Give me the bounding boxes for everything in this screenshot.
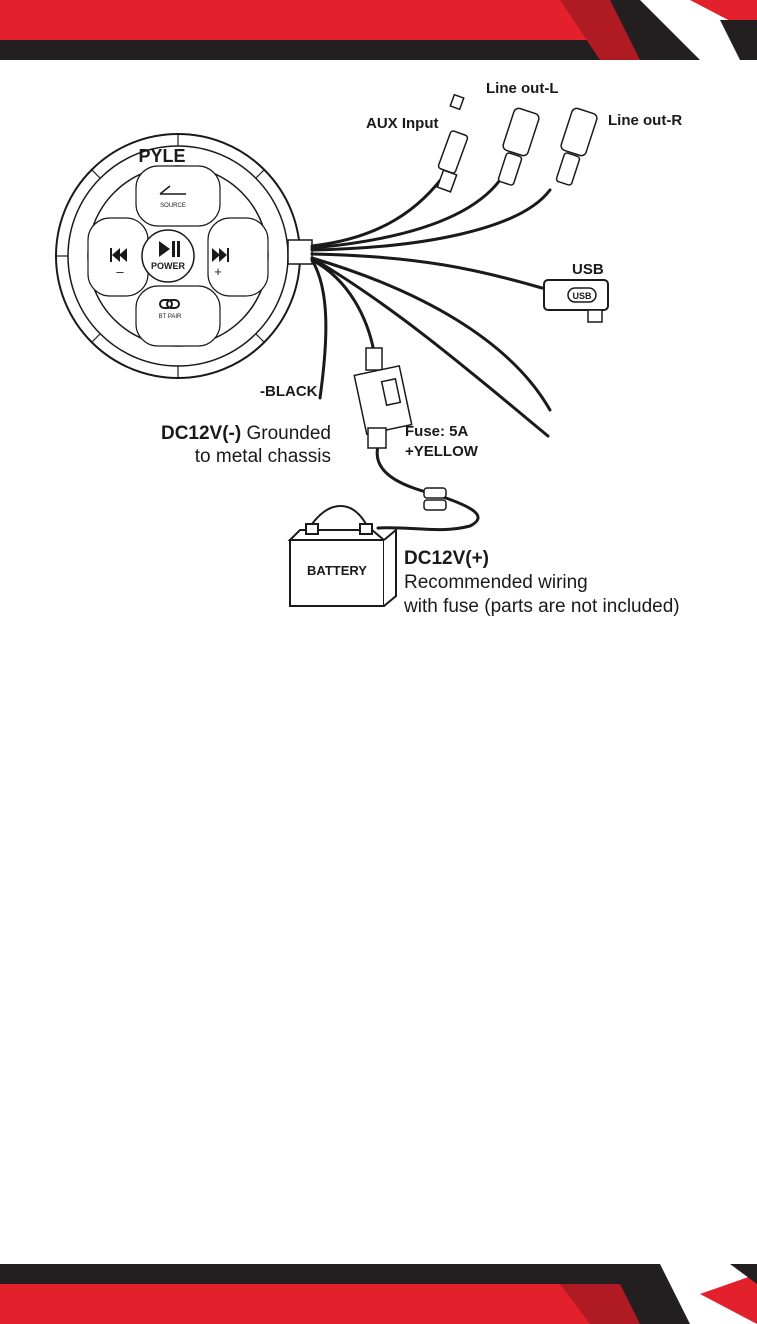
top-header-band: [0, 0, 757, 60]
fuse-holder: [354, 348, 411, 448]
yellow-wire: [312, 260, 374, 352]
volume-up-label[interactable]: +: [214, 264, 222, 279]
battery-line2: with fuse (parts are not included): [404, 596, 680, 617]
battery-description: DC12V(+) Recommended wiring with fuse (p…: [404, 547, 680, 619]
line-out-r-plug: [556, 107, 598, 186]
battery-title: DC12V(+): [404, 548, 489, 569]
brand-logo: PYLE: [138, 146, 185, 166]
usb-plug: USB: [544, 280, 608, 322]
black-wire-label: -BLACK: [260, 383, 318, 400]
ground-title: DC12V(-): [161, 423, 241, 444]
line-out-r-wire: [312, 190, 550, 250]
volume-down-label[interactable]: –: [116, 264, 124, 279]
ground-text-line1: Grounded: [246, 423, 331, 444]
aux-wire: [312, 170, 448, 246]
usb-wire: [312, 254, 542, 288]
source-button-label[interactable]: SOURCE: [160, 203, 186, 209]
aux-input-plug: [437, 95, 468, 192]
battery-line1: Recommended wiring: [404, 572, 588, 593]
remote-control: PYLE SOURCE POWER BT PAIR – +: [56, 134, 300, 378]
bt-pair-button-label[interactable]: BT PAIR: [159, 314, 182, 320]
usb-plug-text: USB: [572, 291, 592, 301]
yellow-wire-label: +YELLOW: [405, 443, 478, 460]
cable-collar: [288, 240, 312, 264]
aux-input-label: AUX Input: [366, 115, 439, 132]
battery-label: BATTERY: [307, 563, 367, 578]
power-button-label[interactable]: POWER: [151, 261, 186, 271]
ground-text-line2: to metal chassis: [195, 446, 331, 467]
line-out-l-plug: [498, 107, 540, 186]
line-out-l-label: Line out-L: [486, 80, 558, 97]
line-out-r-label: Line out-R: [608, 112, 682, 129]
ground-description: DC12V(-) Grounded to metal chassis: [161, 422, 331, 468]
battery: [290, 506, 396, 606]
bottom-footer-band: [0, 1264, 757, 1324]
usb-label: USB: [572, 261, 604, 278]
fuse-label: Fuse: 5A: [405, 423, 468, 440]
inline-connector: [424, 488, 446, 510]
spare-wire-2: [312, 258, 548, 436]
black-wire: [312, 260, 326, 398]
